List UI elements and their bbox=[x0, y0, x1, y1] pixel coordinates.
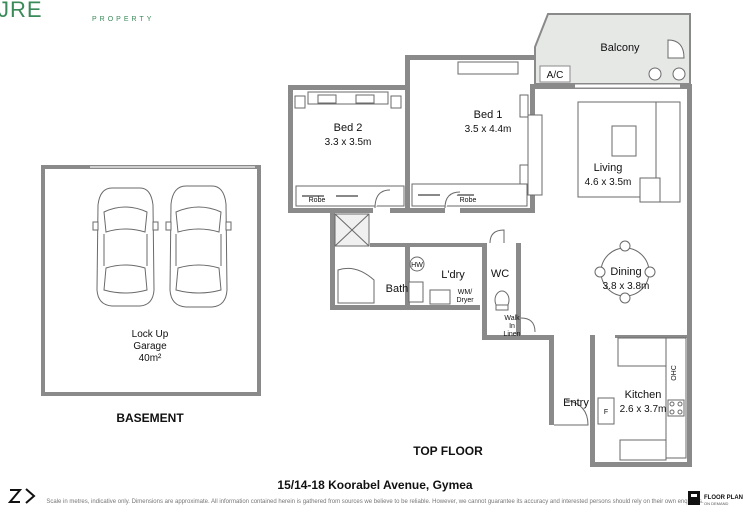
linen-label: Walk bbox=[504, 315, 520, 322]
bed-2: Bed 2 3.3 x 3.5m Robe bbox=[294, 91, 405, 209]
disclaimer-text: Scale in metres, indicative only. Dimens… bbox=[46, 499, 704, 505]
laundry-label: L'dry bbox=[441, 269, 465, 281]
garage: Lock Up Garage 40m² BASEMENT bbox=[41, 165, 261, 425]
garage-label: Lock Up bbox=[132, 329, 169, 340]
bathroom: Bath bbox=[334, 213, 424, 304]
car-icon bbox=[165, 185, 232, 308]
kitchen-size: 2.6 x 3.7m bbox=[620, 404, 667, 415]
car-icon bbox=[92, 187, 159, 307]
balcony-chair-icon bbox=[672, 67, 686, 81]
walk-in-linen: Walk In Linen bbox=[503, 315, 536, 338]
bed-2-size: 3.3 x 3.5m bbox=[325, 137, 372, 148]
entry: Entry bbox=[554, 397, 589, 426]
balcony-door-icon bbox=[667, 39, 685, 59]
living-label: Living bbox=[594, 162, 623, 174]
basement-label: BASEMENT bbox=[116, 411, 184, 425]
wm-dryer-label: Dryer bbox=[456, 297, 474, 304]
brand-logo-sub: PROPERTY bbox=[92, 16, 154, 23]
wc: WC bbox=[489, 229, 510, 311]
garage-area: 40m² bbox=[139, 353, 162, 364]
north-arrow-icon bbox=[7, 488, 36, 504]
living-size: 4.6 x 3.5m bbox=[585, 177, 632, 188]
walls bbox=[288, 55, 692, 467]
dining-label: Dining bbox=[610, 266, 641, 278]
top-floor-label: TOP FLOOR bbox=[413, 444, 483, 458]
balcony-chair-icon bbox=[648, 67, 662, 81]
laundry: HW L'dry WM/ Dryer bbox=[409, 256, 474, 305]
ac-label: A/C bbox=[547, 70, 564, 81]
fp-logo-text: FLOOR PLAN bbox=[704, 495, 743, 501]
bed-2-label: Bed 2 bbox=[334, 122, 363, 134]
kitchen-label: Kitchen bbox=[625, 389, 662, 401]
dining: Dining 3.8 x 3.8m bbox=[594, 240, 656, 304]
wm-dryer-label: WM/ bbox=[458, 289, 472, 296]
robe-label: Robe bbox=[309, 197, 326, 204]
fridge-label: F bbox=[604, 409, 608, 416]
ac-unit bbox=[539, 65, 571, 83]
hot-water-label: HW bbox=[411, 262, 423, 269]
dining-size: 3.8 x 3.8m bbox=[603, 281, 650, 292]
linen-label: In bbox=[509, 323, 515, 330]
fp-logo-sub: ON DEMAND bbox=[704, 501, 729, 506]
top-floor: Balcony A/C bbox=[288, 13, 692, 467]
address-title: 15/14-18 Koorabel Avenue, Gymea bbox=[277, 478, 473, 492]
bath-label: Bath bbox=[386, 283, 409, 295]
balcony-area bbox=[534, 13, 691, 85]
living: Living 4.6 x 3.5m bbox=[577, 101, 681, 203]
wc-label: WC bbox=[491, 268, 509, 280]
bed-1: Bed 1 3.5 x 4.4m Robe bbox=[411, 61, 543, 209]
balcony-label: Balcony bbox=[600, 42, 640, 54]
entry-label: Entry bbox=[563, 397, 589, 409]
brand-logo: JRE PROPERTY bbox=[0, 0, 154, 23]
garage-label: Garage bbox=[133, 341, 167, 352]
robe-label: Robe bbox=[460, 197, 477, 204]
ohc-label: OHC bbox=[671, 365, 678, 381]
bed-1-label: Bed 1 bbox=[474, 109, 503, 121]
bed-1-size: 3.5 x 4.4m bbox=[465, 124, 512, 135]
kitchen: F OHC Kitchen 2.6 x 3.7m bbox=[597, 337, 687, 461]
linen-label: Linen bbox=[503, 331, 520, 338]
floorplan-on-demand-logo: FLOOR PLAN ON DEMAND bbox=[688, 491, 743, 506]
brand-logo-text: JRE bbox=[0, 0, 43, 22]
